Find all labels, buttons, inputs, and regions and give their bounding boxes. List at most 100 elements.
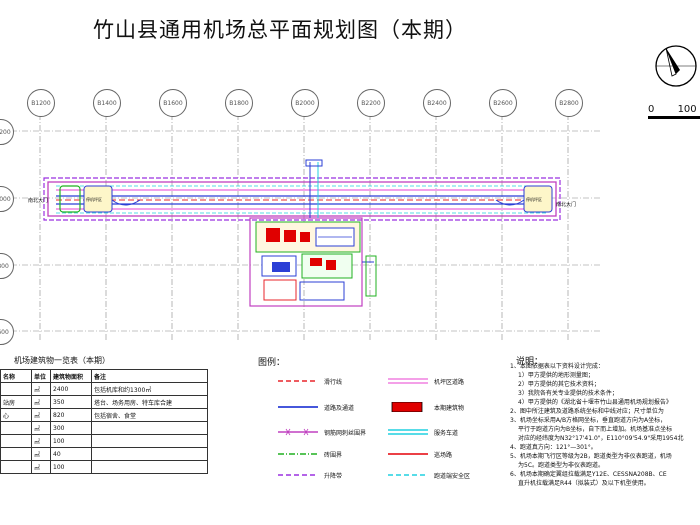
table-row: 心 ㎡ 820 包括宿舍、食堂	[0, 408, 208, 422]
table-cell	[91, 421, 208, 435]
map-label-right-apron: 停机坪区	[526, 197, 542, 202]
note-line: 3、机场坐标采用A/B方格网坐标，垂直跑道方向为A坐标，	[510, 417, 667, 424]
table-row: ㎡ 2400 包括机库和约1300㎡	[0, 382, 208, 396]
grid-col-label: B2000	[291, 89, 319, 117]
grid-col-label: B2600	[489, 89, 517, 117]
note-line: 平行于跑道方向为B坐标，自下而上增加。机场基准点坐标	[518, 426, 673, 433]
table-cell	[91, 447, 208, 461]
note-line: 4）甲方提供的《湖北省十堰市竹山县通用机场规划报告》	[518, 399, 672, 406]
page-title: 竹山县通用机场总平面规划图（本期）	[93, 18, 467, 42]
table-cell: 40	[50, 447, 92, 461]
note-line: 4、跑道真方向：121°—301°。	[510, 444, 597, 451]
legend-title: 图例：	[258, 358, 286, 368]
note-line: 1、本图依据表以下资料设计完成：	[510, 363, 604, 370]
table-row: 站房 ㎡ 350 塔台、场务用房、特车库合建	[0, 395, 208, 409]
grid-col-label: B1200	[27, 89, 55, 117]
legend-label: 道路及通道	[324, 404, 355, 412]
grid-col-label: B1400	[93, 89, 121, 117]
notes-title: 说明：	[516, 357, 544, 367]
legend-swatch	[391, 402, 423, 412]
map-label-left-apron: 停机坪区	[86, 197, 102, 202]
building-table: 名称 单位 建筑物面积 备注 ㎡ 2400 包括机库和约1300㎡ 站房 ㎡ 3…	[0, 369, 208, 474]
table-cell: 300	[50, 421, 92, 435]
grid-col-label: B2800	[555, 89, 583, 117]
legend-swatch	[278, 474, 318, 476]
table-cell	[91, 434, 208, 448]
building-table-title: 机场建筑物一览表（本期）	[14, 356, 110, 365]
legend-item: 本期建筑物	[388, 402, 464, 412]
legend-swatch	[388, 378, 428, 384]
legend-label: 服务车道	[434, 429, 459, 437]
legend-item: 服务车道	[388, 427, 458, 437]
table-cell: 包括宿舍、食堂	[91, 408, 208, 422]
table-header-cell: 建筑物面积	[50, 369, 92, 383]
table-cell	[91, 460, 208, 474]
scale-start: 0	[648, 104, 655, 115]
legend-item: 机坪区道路	[388, 376, 464, 386]
table-cell: 塔台、场务用房、特车库合建	[91, 395, 208, 409]
table-cell: ㎡	[31, 421, 51, 435]
legend-item: 钢筋网刺丝围界	[278, 427, 366, 437]
legend-label: 滑行线	[324, 378, 343, 386]
table-cell: ㎡	[31, 382, 51, 396]
table-row: ㎡ 100	[0, 434, 208, 448]
notes-block: 1、本图依据表以下资料设计完成： 1）甲方提供的地形测量图； 2）甲方提供的其它…	[510, 362, 700, 488]
legend-swatch	[388, 453, 428, 455]
legend-item: 升降带	[278, 470, 342, 480]
legend-swatch	[388, 474, 428, 476]
note-line: 对应的经纬度为N32°17'41.0"，E110°09'54.9"采用1954北	[518, 435, 684, 442]
legend-label: 机坪区道路	[434, 378, 465, 386]
table-cell: ㎡	[31, 408, 51, 422]
map-label-right-end: 南北大门	[556, 202, 577, 208]
note-line: 6、机场本期确定翼组拉载满足Y12E、CESSNA208B、CE	[510, 471, 667, 478]
note-line: 3）我院各有关专业提供的技术条件；	[518, 390, 618, 397]
grid-col-label: B2200	[357, 89, 385, 117]
legend-item: 滑行线	[278, 376, 342, 386]
airport-plan-drawing	[0, 103, 600, 340]
table-cell: 包括机库和约1300㎡	[91, 382, 208, 396]
table-cell: 站房	[0, 395, 32, 409]
legend-swatch	[278, 406, 318, 408]
north-arrow-icon	[655, 45, 697, 87]
map-label-left-end: 南北大门	[28, 198, 49, 204]
legend-label: 升降带	[324, 472, 343, 480]
note-line: 1）甲方提供的地形测量图；	[518, 372, 594, 379]
table-cell: ㎡	[31, 460, 51, 474]
table-header-cell: 单位	[31, 369, 51, 383]
legend-swatch	[278, 428, 318, 436]
scale-line	[648, 116, 700, 119]
legend-swatch	[278, 380, 318, 382]
legend-item: 砖围界	[278, 449, 342, 459]
table-header-cell: 名称	[0, 369, 32, 383]
note-line: 直升机拉载满足R44（拟装式）及以下机型使用。	[518, 480, 650, 487]
table-header-row: 名称 单位 建筑物面积 备注	[0, 369, 208, 383]
table-cell: ㎡	[31, 447, 51, 461]
table-row: ㎡ 40	[0, 447, 208, 461]
table-cell	[0, 434, 32, 448]
table-cell: 100	[50, 434, 92, 448]
table-cell: ㎡	[31, 434, 51, 448]
note-line: 为5C。跑道类型为非仪表跑道。	[518, 462, 605, 469]
grid-col-label: B1600	[159, 89, 187, 117]
table-cell: 820	[50, 408, 92, 422]
legend-label: 跑道端安全区	[434, 472, 471, 480]
table-cell: 心	[0, 408, 32, 422]
table-cell: ㎡	[31, 395, 51, 409]
table-cell: 2400	[50, 382, 92, 396]
note-line: 2）甲方提供的其它技术资料；	[518, 381, 600, 388]
grid-col-label: B2400	[423, 89, 451, 117]
legend-item: 巡场路	[388, 449, 452, 459]
legend-label: 砖围界	[324, 451, 343, 459]
table-row: ㎡ 100	[0, 460, 208, 474]
table-cell	[0, 421, 32, 435]
scale-mid: 100	[677, 104, 697, 115]
legend-swatch	[278, 453, 318, 455]
legend-item: 道路及通道	[278, 402, 354, 412]
table-cell: 100	[50, 460, 92, 474]
note-line: 2、图中所注建筑及道路系统坐标和中线对应；尺寸单位为	[510, 408, 664, 415]
scale-bar: 0 100	[648, 104, 697, 115]
table-row: ㎡ 300	[0, 421, 208, 435]
grid-col-label: B1800	[225, 89, 253, 117]
legend-label: 本期建筑物	[434, 404, 465, 412]
table-cell	[0, 447, 32, 461]
